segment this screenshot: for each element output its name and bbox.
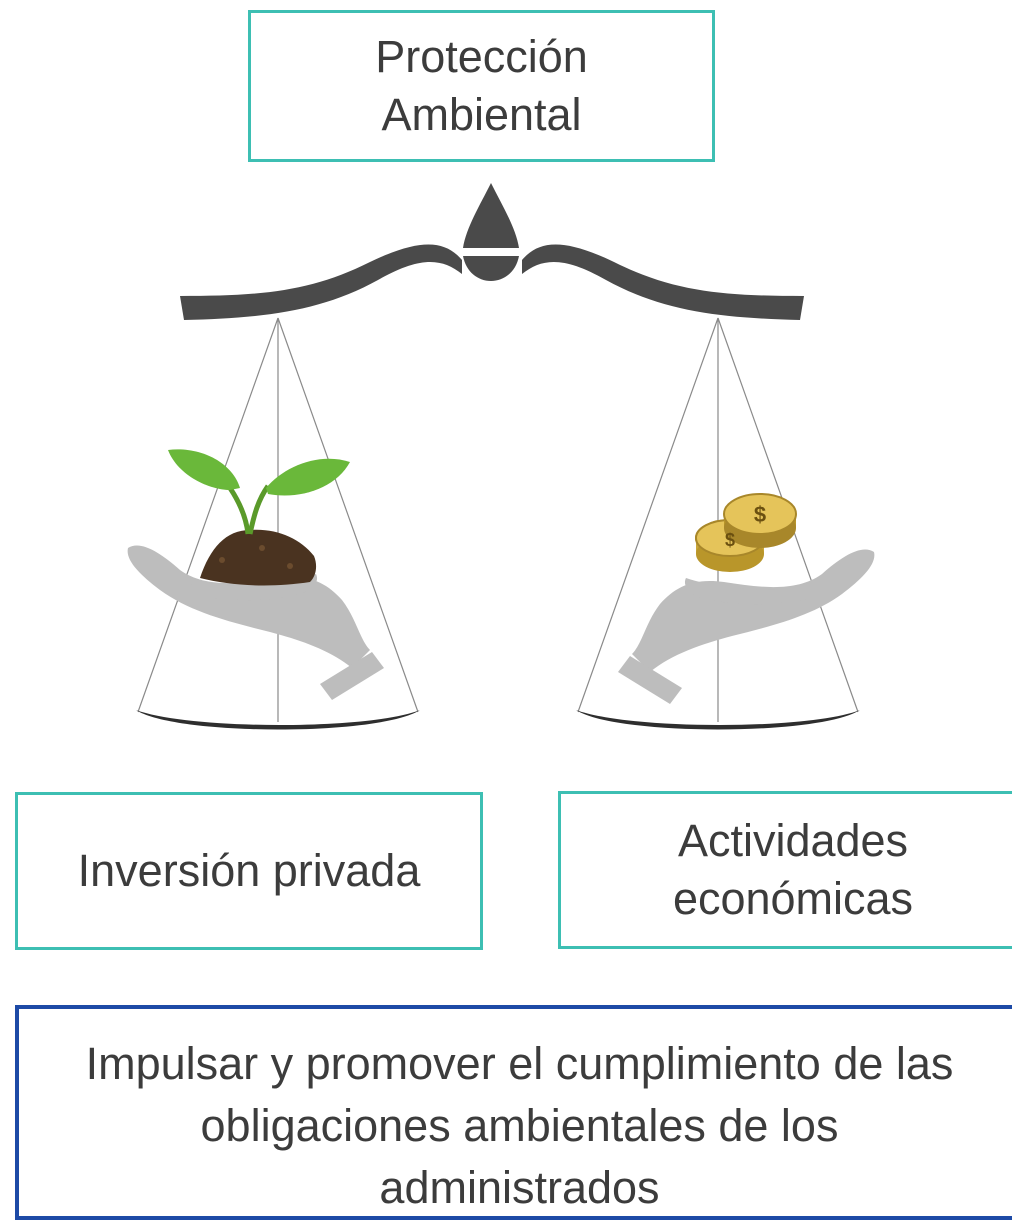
bottom-text-line2: obligaciones ambientales de los xyxy=(200,1100,839,1152)
bottom-text-box: Impulsar y promover el cumplimiento de l… xyxy=(15,1005,1012,1220)
right-label-box: Actividades económicas xyxy=(558,791,1012,949)
left-label-box: Inversión privada xyxy=(15,792,483,950)
svg-text:$: $ xyxy=(754,502,766,527)
top-label-line1: Protección xyxy=(375,31,588,83)
right-label-line1: Actividades xyxy=(677,815,909,867)
plant-seedling-icon xyxy=(168,449,350,586)
top-label-box: Protección Ambiental xyxy=(248,10,715,162)
open-hand-icon xyxy=(618,549,875,704)
left-label: Inversión privada xyxy=(77,845,421,897)
open-hand-icon xyxy=(127,545,384,700)
right-label-line2: económicas xyxy=(672,873,914,924)
bottom-text-line1: Impulsar y promover el cumplimiento de l… xyxy=(85,1038,954,1089)
coins-icon: $ $ xyxy=(695,493,797,572)
balance-scale-icon xyxy=(136,183,860,730)
top-label-line2: Ambiental xyxy=(381,89,582,140)
svg-text:$: $ xyxy=(725,530,735,550)
bottom-text-line3: administrados xyxy=(379,1162,660,1214)
